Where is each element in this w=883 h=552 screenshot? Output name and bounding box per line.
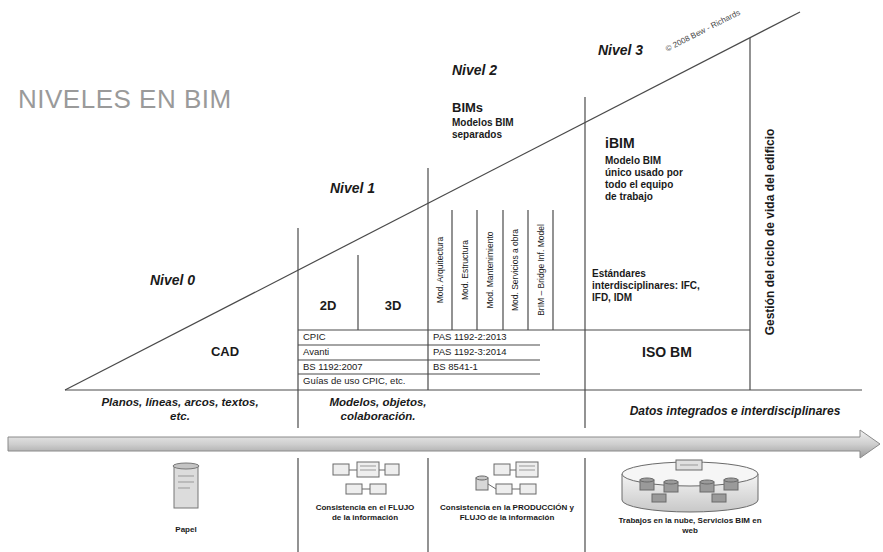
flow-icon	[333, 462, 399, 494]
level-description: Datos integrados e interdisciplinares	[590, 404, 880, 418]
standard-cell: CPIC	[303, 331, 425, 344]
level-description: Planos, líneas, arcos, textos, etc.	[95, 396, 265, 424]
paper-icon	[173, 463, 199, 508]
side-label: Gestión del ciclo de vida del edificio	[763, 129, 777, 336]
standard-cell: PAS 1192-2:2013	[433, 331, 538, 344]
section-text: Modelos BIM separados	[452, 117, 534, 141]
icon-caption: Trabajos en la nube, Servicios BIM en we…	[615, 516, 765, 535]
model-column: Mod. Estructura	[460, 240, 470, 300]
model-column: Mod. Arquitectura	[435, 237, 445, 304]
level-label: Nivel 3	[598, 42, 643, 59]
icon-caption: Consistencia en el FLUJO de la informaci…	[310, 503, 420, 522]
level-label: Nivel 0	[150, 272, 195, 289]
level-label: Nivel 2	[452, 62, 497, 79]
model-column: BrIM – Bridge Inf. Model	[536, 224, 546, 316]
level-content: ISO BM	[642, 344, 692, 361]
standard-cell: Guías de uso CPIC, etc.	[303, 375, 425, 388]
icon-caption: Consistencia en la PRODUCCIÓN y FLUJO de…	[437, 503, 577, 522]
copyright-note: © 2008 Bew - Richards	[664, 8, 742, 54]
section-heading: iBIM	[605, 135, 635, 152]
standard-cell: PAS 1192-3:2014	[433, 346, 538, 359]
cell-heading: 3D	[385, 298, 402, 314]
section-heading: BIMs	[452, 100, 483, 116]
level-label: Nivel 1	[330, 180, 375, 197]
icon-caption: Papel	[146, 525, 226, 535]
standard-cell: Avanti	[303, 346, 425, 359]
section-text: Modelo BIM único usado por todo el equip…	[605, 155, 687, 203]
timeline-arrow	[8, 430, 880, 458]
level-content: CAD	[211, 344, 239, 360]
model-column: Mod. Servicios a obra	[510, 229, 520, 311]
model-column: Mod. Mantenimiento	[485, 231, 495, 308]
cell-heading: 2D	[320, 298, 337, 314]
standard-cell: BS 1192:2007	[303, 361, 425, 374]
chart-title: NIVELES EN BIM	[18, 84, 232, 115]
production-icon	[476, 462, 538, 494]
cloud-database-icon	[622, 460, 758, 512]
section-text: Estándares interdisciplinares: IFC, IFD,…	[592, 268, 704, 304]
level-description: Modelos, objetos, colaboración.	[303, 396, 453, 424]
standard-cell: BS 8541-1	[433, 361, 538, 374]
